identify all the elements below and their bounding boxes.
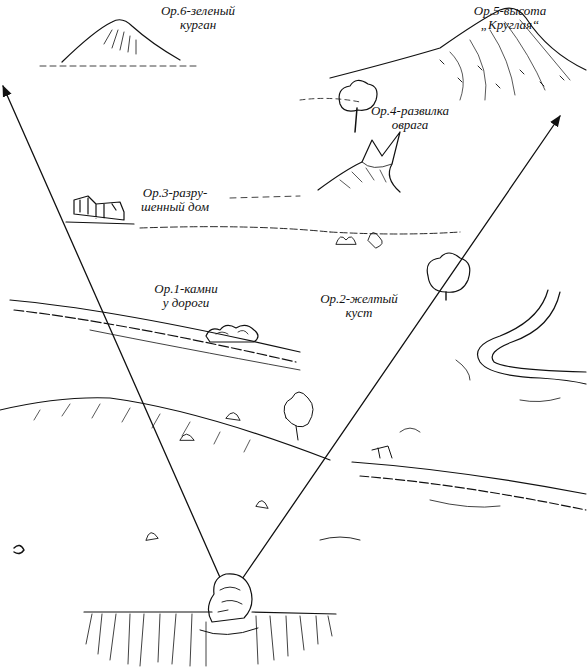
landmark-label: Ор.3-разру- шенный дом [132,186,218,213]
landmark-label: Ор.5-высота „Круглая“ [462,4,558,31]
landmark-label: Ор.6-зеленый курган [150,4,246,31]
landmark-label: Ор.1-камни у дороги [140,282,232,309]
landmark-label: Ор.2-желтый куст [318,292,400,319]
landmark-label: Ор.4-развилка оврага [360,104,460,131]
